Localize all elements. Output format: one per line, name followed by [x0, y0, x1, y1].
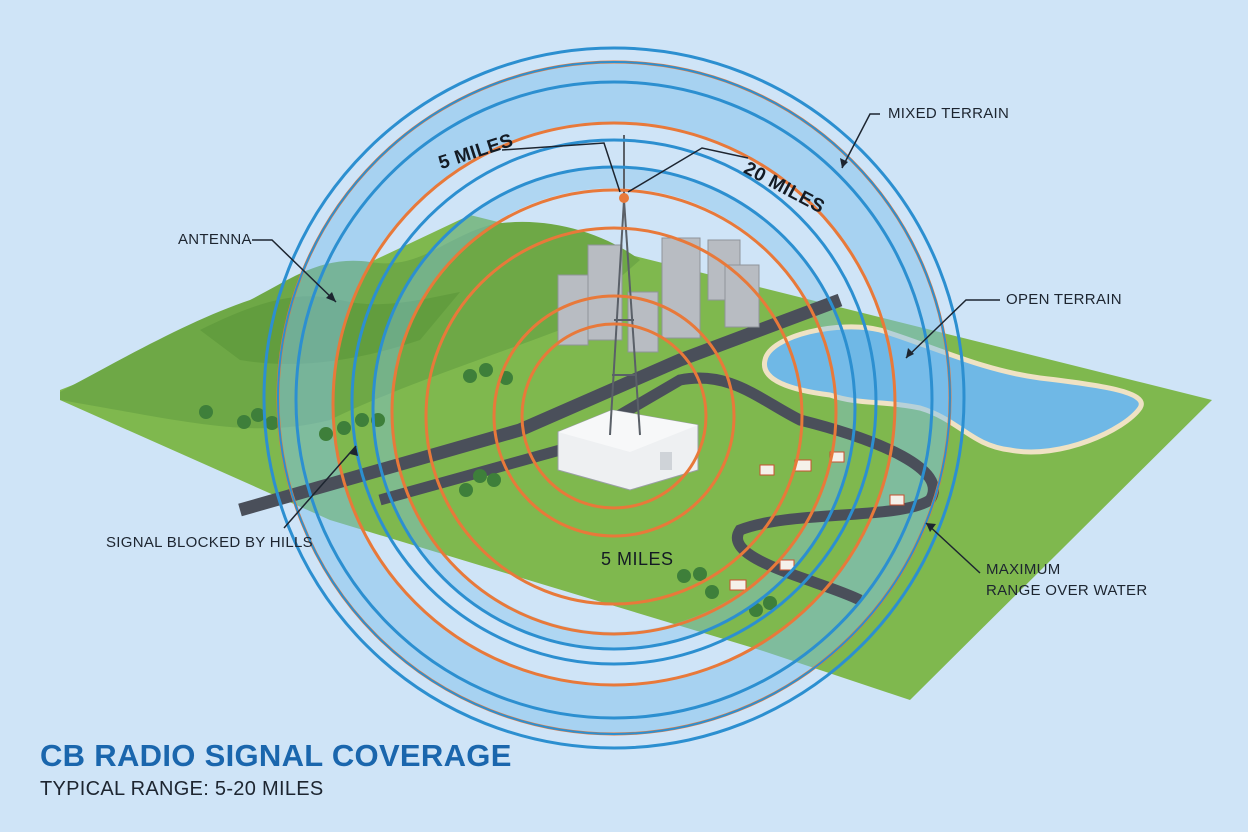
callout-max-range-line2: RANGE OVER WATER: [986, 581, 1147, 601]
diagram-title: CB RADIO SIGNAL COVERAGE: [40, 738, 512, 774]
callout-antenna: ANTENNA: [178, 230, 252, 250]
callout-open-terrain: OPEN TERRAIN: [1006, 290, 1122, 310]
callout-signal-blocked: SIGNAL BLOCKED BY HILLS: [106, 533, 313, 553]
diagram-subtitle: TYPICAL RANGE: 5-20 MILES: [40, 778, 324, 801]
ring-label-5-miles-bottom: 5 MILES: [601, 549, 674, 570]
callout-mixed-terrain: MIXED TERRAIN: [888, 104, 1009, 124]
antenna-tip: [619, 193, 629, 203]
callout-max-range-line1: MAXIMUM: [986, 560, 1061, 580]
